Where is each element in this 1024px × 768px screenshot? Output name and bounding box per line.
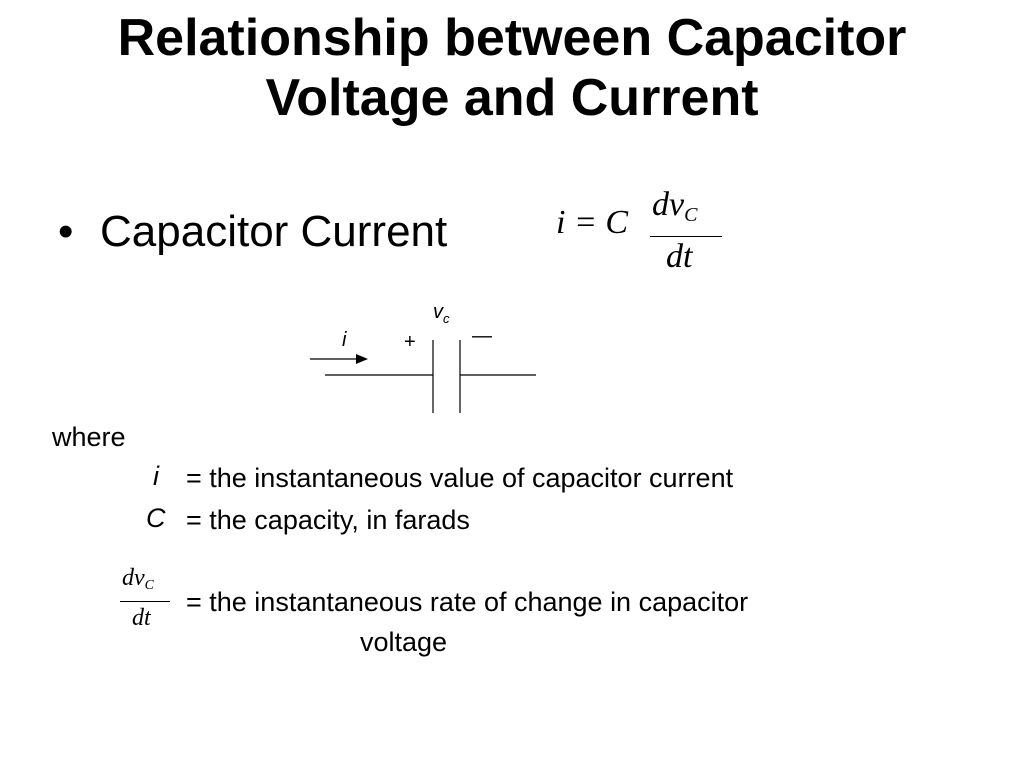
bullet-dot-icon: • xyxy=(58,207,74,256)
current-label: i xyxy=(342,329,347,351)
def-denominator: dt xyxy=(132,605,151,631)
def-text-dvdt: = the instantaneous rate of change in ca… xyxy=(186,587,749,617)
slide-title: Relationship between Capacitor Voltage a… xyxy=(0,8,1024,128)
current-arrow-head-icon xyxy=(356,354,368,364)
formula-numerator: dvC xyxy=(652,186,698,226)
def-symbol-c: C xyxy=(146,503,166,533)
where-label: where xyxy=(52,422,126,452)
title-line-1: Relationship between Capacitor xyxy=(117,9,907,67)
plus-sign: + xyxy=(404,331,416,353)
def-fraction-bar xyxy=(120,601,170,602)
title-line-2: Voltage and Current xyxy=(265,69,759,127)
def-text-i: = the instantaneous value of capacitor c… xyxy=(186,463,734,493)
voltage-label: vc xyxy=(433,301,450,326)
def-text-dvdt-cont: voltage xyxy=(360,627,448,657)
def-symbol-dvdt: dvC dt xyxy=(120,565,180,645)
formula-fraction-bar xyxy=(650,236,722,237)
def-numerator: dvC xyxy=(122,565,154,593)
formula-denominator: dt xyxy=(666,238,693,275)
def-symbol-i: i xyxy=(153,461,159,491)
bullet-text: Capacitor Current xyxy=(100,207,448,256)
formula-lhs: i = C xyxy=(556,204,629,241)
capacitor-circuit-diagram: i vc + — xyxy=(300,295,550,420)
capacitor-symbol-svg xyxy=(310,340,536,413)
capacitor-current-formula: i = C dvC dt xyxy=(556,186,736,282)
bullet-item: • Capacitor Current xyxy=(58,204,447,260)
def-text-c: = the capacity, in farads xyxy=(186,505,470,535)
minus-sign: — xyxy=(472,325,492,347)
